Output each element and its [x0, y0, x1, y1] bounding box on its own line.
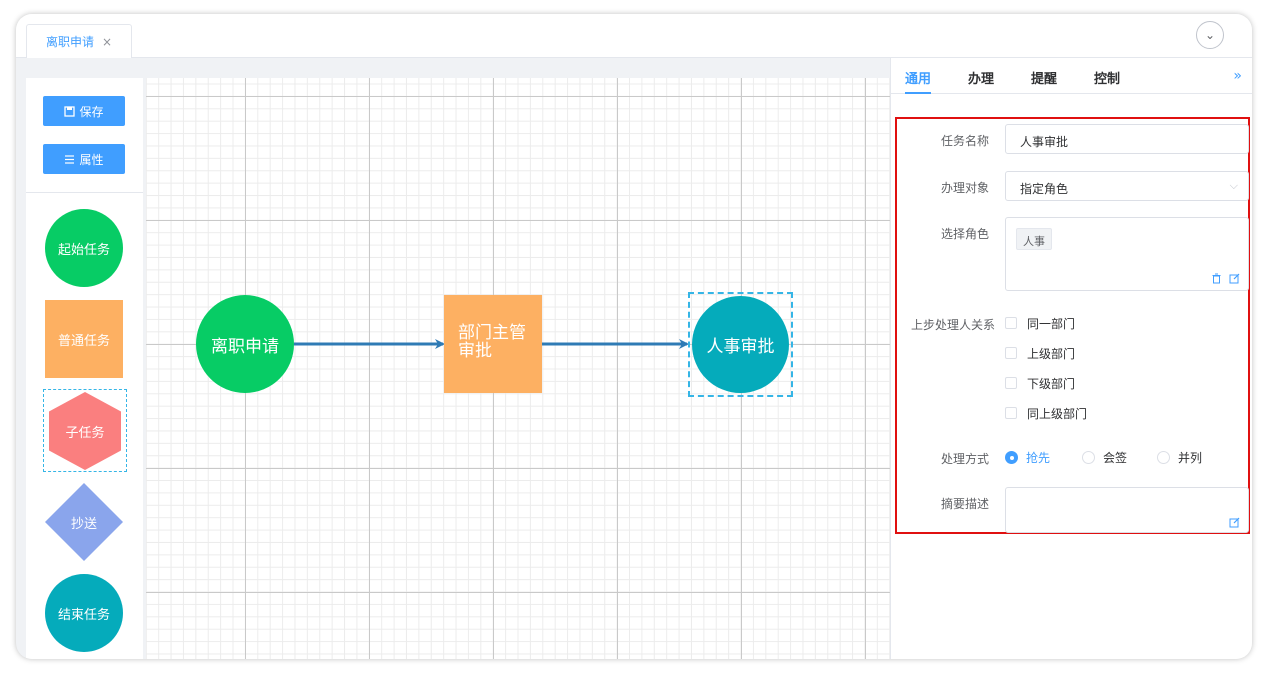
- flow-node-label: 审批: [458, 341, 492, 361]
- flow-node-manager-approval[interactable]: 部门主管 审批: [444, 295, 542, 393]
- checkbox[interactable]: [1005, 377, 1017, 389]
- role-tag[interactable]: 人事: [1016, 228, 1052, 250]
- trash-icon[interactable]: [1211, 273, 1222, 284]
- edit-icon[interactable]: [1229, 273, 1240, 284]
- relation-option-subordinate-dept[interactable]: 下级部门: [1005, 374, 1075, 392]
- radio[interactable]: [1157, 450, 1170, 464]
- palette-end-task[interactable]: 结束任务: [45, 574, 123, 652]
- chevron-down-icon: ⌵: [1229, 179, 1238, 192]
- relation-option-label: 同一部门: [1027, 316, 1076, 331]
- edit-icon[interactable]: [1229, 517, 1240, 528]
- app-window: 离职申请 × ⌄ 保存 属性 起始任务 普通任务 子任务 抄送 结束任: [16, 14, 1252, 659]
- tab-label: 离职申请: [45, 35, 94, 49]
- palette-label: 普通任务: [57, 333, 110, 349]
- close-icon[interactable]: ×: [101, 34, 113, 49]
- palette-divider: [26, 192, 143, 193]
- radio-selected[interactable]: [1005, 450, 1018, 464]
- attributes-button[interactable]: 属性: [43, 144, 125, 174]
- relation-option-same-superior[interactable]: 同上级部门: [1005, 404, 1087, 422]
- palette-subtask-selection: 子任务: [43, 389, 127, 472]
- flow-edges: [294, 339, 689, 349]
- chevron-down-icon[interactable]: ⌄: [1196, 21, 1224, 49]
- form-body: 任务名称 人事审批 办理对象 指定角色 ⌵ 选择角色 人事 上步处理人关系 同一…: [897, 124, 1249, 533]
- node-palette: 保存 属性 起始任务 普通任务 子任务 抄送 结束任务: [26, 78, 143, 659]
- flow-node-label: 人事审批: [706, 337, 775, 357]
- role-label: 选择角色: [940, 227, 989, 241]
- tab-bar: 离职申请 × ⌄: [16, 14, 1252, 58]
- tab-control[interactable]: 控制: [1094, 72, 1121, 87]
- flow-node-start[interactable]: 离职申请: [196, 295, 294, 393]
- general-form: 任务名称 人事审批 办理对象 指定角色 ⌵ 选择角色 人事 上步处理人关系 同一…: [895, 117, 1250, 534]
- palette-subtask[interactable]: 子任务: [49, 392, 121, 470]
- method-option-countersign[interactable]: 会签: [1082, 448, 1127, 466]
- save-button-label: 保存: [79, 104, 104, 119]
- method-label: 处理方式: [940, 452, 989, 466]
- relation-option-label: 下级部门: [1027, 376, 1076, 391]
- flow-canvas[interactable]: 离职申请 部门主管 审批 人事审批: [146, 78, 890, 659]
- palette-label: 抄送: [70, 516, 97, 532]
- method-option-label: 并列: [1178, 450, 1203, 465]
- palette-cc[interactable]: 抄送: [45, 483, 123, 561]
- checkbox[interactable]: [1005, 407, 1017, 419]
- tab-handle[interactable]: 办理: [968, 72, 995, 87]
- desc-label: 摘要描述: [940, 497, 989, 511]
- method-option-label: 会签: [1103, 450, 1128, 465]
- palette-start-task[interactable]: 起始任务: [45, 209, 123, 287]
- expand-icon[interactable]: »: [1233, 68, 1242, 84]
- palette-label: 子任务: [65, 425, 105, 441]
- checkbox[interactable]: [1005, 317, 1017, 329]
- palette-label: 起始任务: [57, 242, 110, 258]
- flow-node-selection: 人事审批: [688, 292, 793, 397]
- handler-label: 办理对象: [940, 181, 989, 195]
- relation-label: 上步处理人关系: [910, 318, 995, 332]
- properties-panel: 通用 办理 提醒 控制 » 任务名称 人事审批 办理对象 指定角色 ⌵ 选择角色…: [890, 58, 1252, 659]
- relation-option-label: 上级部门: [1027, 346, 1076, 361]
- task-name-input[interactable]: 人事审批: [1005, 124, 1249, 154]
- flow-node-hr-approval[interactable]: 人事审批: [692, 296, 789, 393]
- save-icon: [64, 105, 76, 117]
- method-option-first[interactable]: 抢先: [1005, 448, 1050, 466]
- checkbox[interactable]: [1005, 347, 1017, 359]
- relation-option-same-dept[interactable]: 同一部门: [1005, 314, 1075, 332]
- palette-normal-task[interactable]: 普通任务: [45, 300, 123, 378]
- task-name-label: 任务名称: [940, 134, 989, 148]
- relation-option-superior-dept[interactable]: 上级部门: [1005, 344, 1075, 362]
- radio[interactable]: [1082, 450, 1095, 464]
- tab-resign-application[interactable]: 离职申请 ×: [26, 24, 132, 58]
- tab-reminder[interactable]: 提醒: [1031, 72, 1058, 87]
- flow-node-label: 离职申请: [211, 336, 279, 357]
- active-tab-indicator: [905, 92, 931, 94]
- list-icon: [65, 154, 75, 164]
- method-option-parallel[interactable]: 并列: [1157, 448, 1202, 466]
- handler-select-value: 指定角色: [1020, 182, 1069, 196]
- palette-label: 结束任务: [57, 607, 110, 623]
- flow-node-label: 部门主管: [458, 323, 526, 343]
- handler-select[interactable]: 指定角色 ⌵: [1005, 171, 1249, 201]
- role-selector[interactable]: 人事: [1005, 217, 1249, 291]
- method-option-label: 抢先: [1026, 450, 1051, 465]
- relation-option-label: 同上级部门: [1027, 406, 1088, 421]
- attributes-button-label: 属性: [79, 152, 104, 167]
- properties-tabs: 通用 办理 提醒 控制 »: [891, 58, 1252, 94]
- save-button[interactable]: 保存: [43, 96, 125, 126]
- desc-input[interactable]: [1005, 487, 1249, 533]
- tab-general[interactable]: 通用: [905, 72, 932, 87]
